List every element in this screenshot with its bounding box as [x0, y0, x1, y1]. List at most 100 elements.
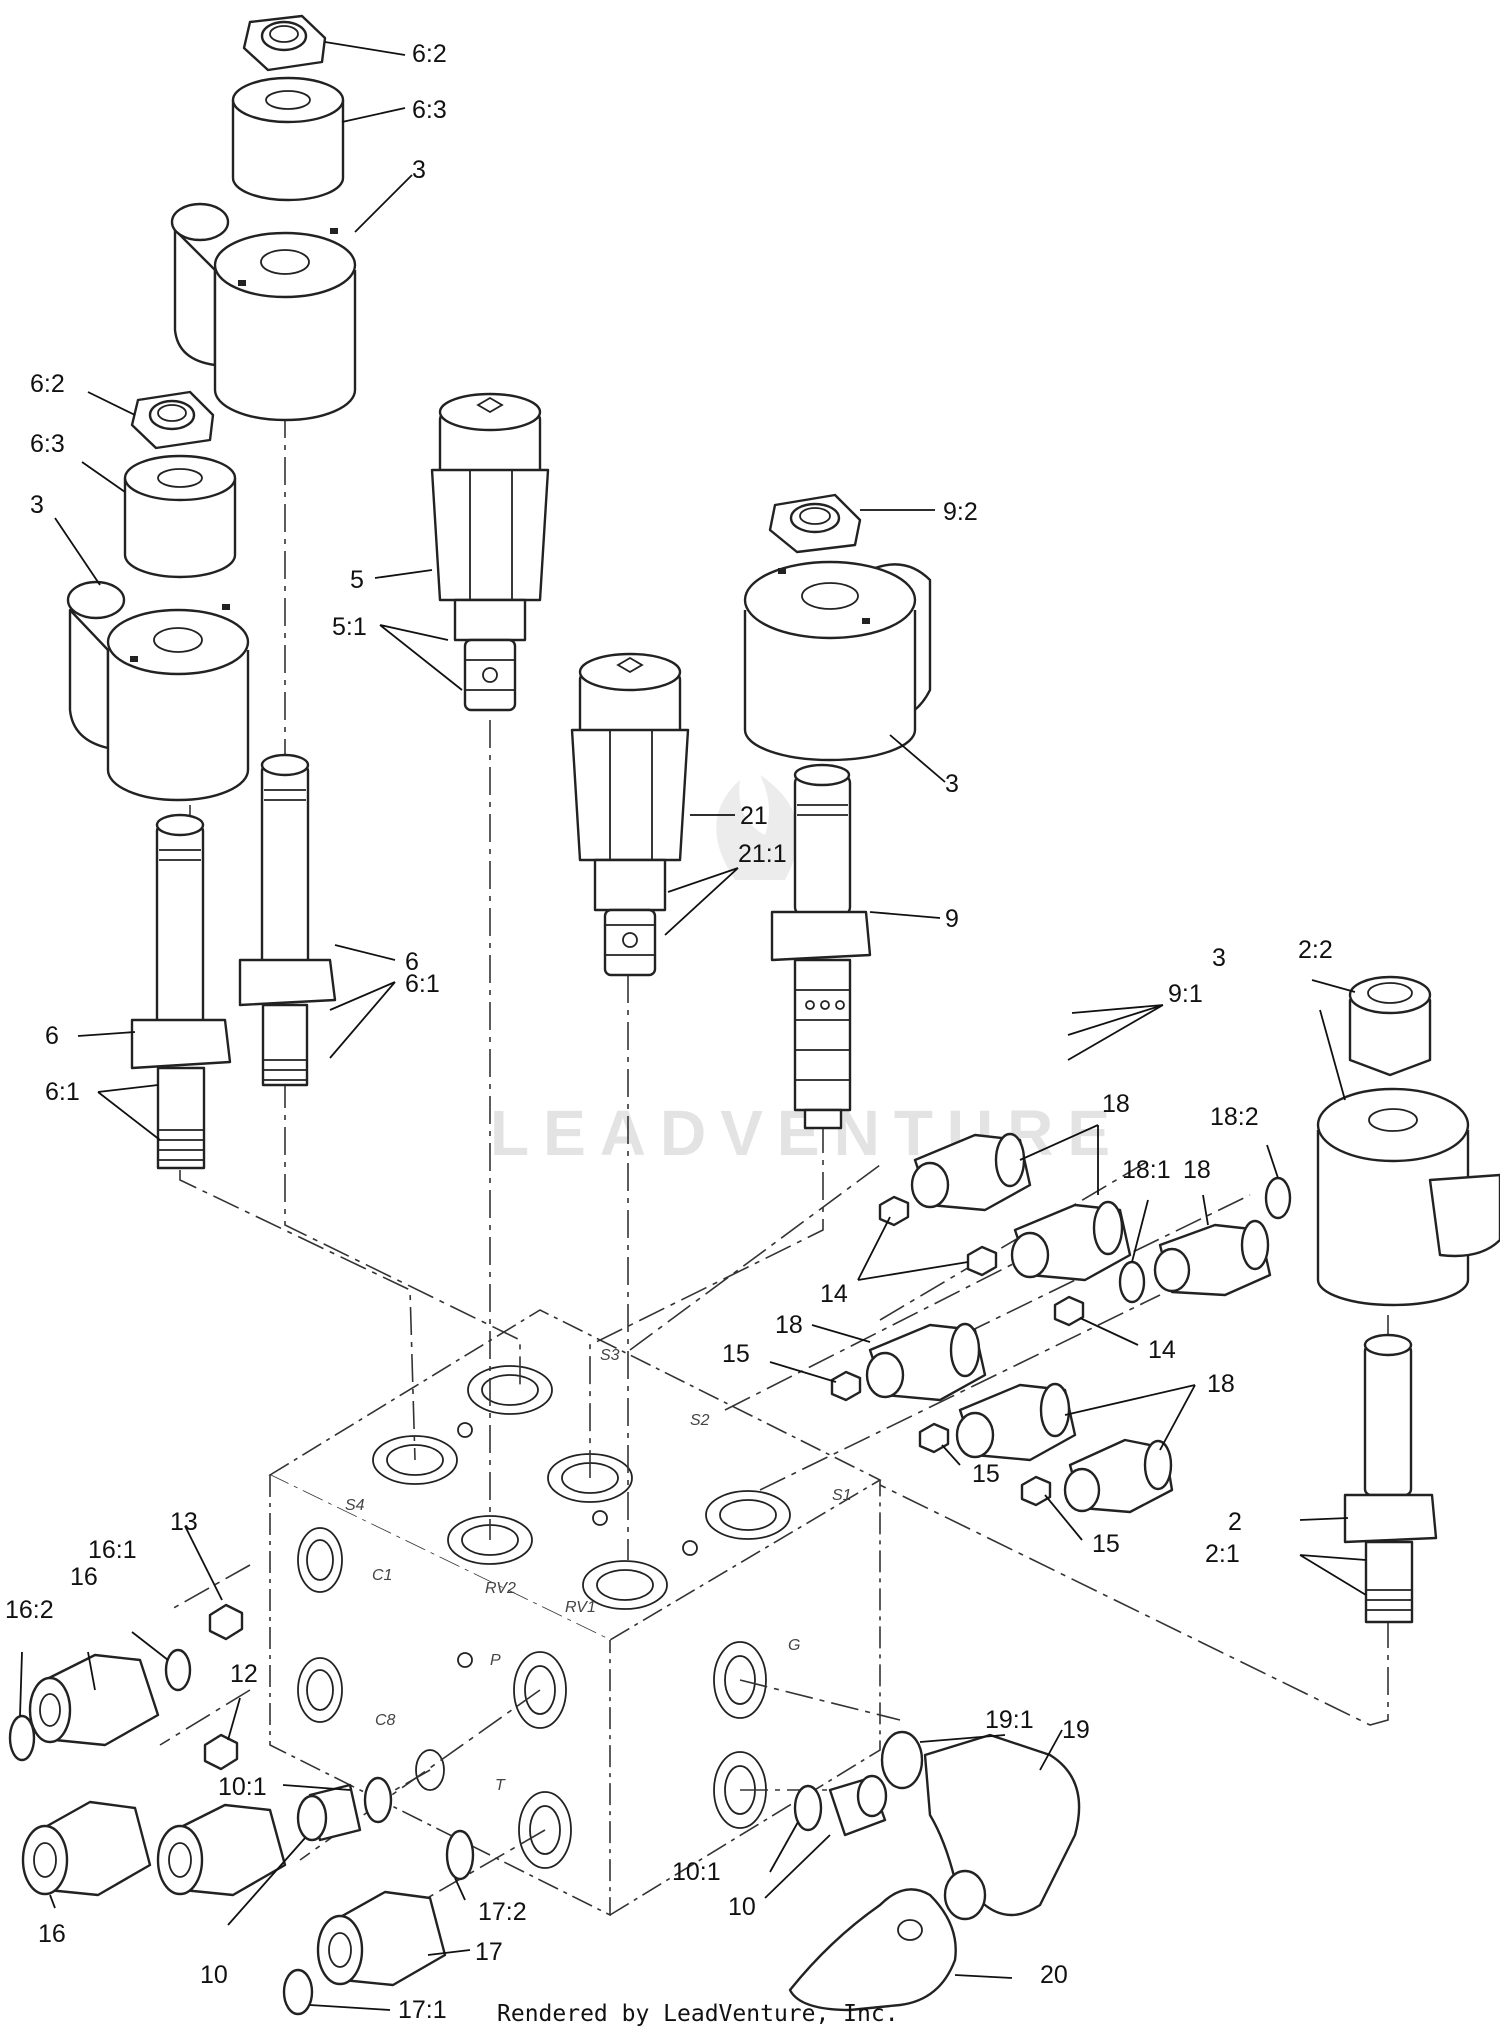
cap-20 — [788, 1888, 957, 2012]
plug-10-left — [296, 1783, 362, 1842]
spacer-6-3-left — [123, 454, 237, 579]
callout-18-1: 18:1 — [1122, 1156, 1171, 1184]
orifice-12 — [203, 1733, 239, 1771]
callout-6-1: 6:1 — [45, 1078, 80, 1106]
spacer-6-3-top — [231, 76, 345, 202]
callout-18: 18 — [1183, 1156, 1211, 1184]
leader-lines — [19, 41, 1367, 2011]
callout-14: 14 — [1148, 1336, 1176, 1364]
fitting-18-a — [910, 1132, 1032, 1212]
callout-17-1: 17:1 — [398, 1996, 447, 2024]
o-rings-18 — [1118, 1176, 1292, 1304]
manifold-ports — [297, 1365, 791, 1869]
orifices-14-15 — [830, 1195, 1085, 1507]
callout-12: 12 — [230, 1660, 258, 1688]
callout-5: 5 — [350, 566, 364, 594]
port-label-t: T — [495, 1777, 506, 1794]
o-ring-19-1 — [880, 1730, 924, 1790]
relief-valve-5 — [430, 392, 550, 712]
callout-20: 20 — [1040, 1961, 1068, 1989]
coil-3-left — [66, 580, 250, 802]
nut-6-2-top — [242, 14, 327, 72]
o-ring-10-1-right — [793, 1784, 823, 1832]
assembly-lines — [159, 410, 1389, 1961]
callout-6: 6 — [45, 1022, 59, 1050]
callout-16: 16 — [38, 1920, 66, 1948]
port-label-g: G — [788, 1637, 800, 1654]
nut-6-2-left — [130, 390, 215, 450]
callout-6-2: 6:2 — [30, 370, 65, 398]
callout-15: 15 — [1092, 1530, 1120, 1558]
port-label-s3: S3 — [600, 1347, 620, 1364]
callout-17-2: 17:2 — [478, 1898, 527, 1926]
port-label-s2: S2 — [690, 1412, 710, 1429]
callout-18: 18 — [775, 1311, 803, 1339]
elbow-19 — [923, 1733, 1081, 1921]
callout-21-1: 21:1 — [738, 840, 787, 868]
orifice-13 — [208, 1603, 244, 1641]
callout-18: 18 — [1207, 1370, 1235, 1398]
flame-icon — [716, 775, 798, 880]
fitting-18-c — [1153, 1219, 1272, 1297]
callout-9-2: 9:2 — [943, 498, 978, 526]
callout-3: 3 — [1212, 944, 1226, 972]
callout-9: 9 — [945, 905, 959, 933]
coil-3-top — [170, 202, 357, 422]
relief-valve-21 — [570, 652, 690, 977]
fitting-18-d — [865, 1322, 987, 1402]
callout-10-1: 10:1 — [218, 1773, 267, 1801]
coil-3-right — [743, 560, 932, 762]
callout-13: 13 — [170, 1508, 198, 1536]
valve-stem-6-left — [130, 813, 232, 1170]
fitting-18-f — [1063, 1438, 1174, 1514]
fitting-16-lower — [21, 1800, 152, 1897]
callout-18-2: 18:2 — [1210, 1103, 1259, 1131]
coil-3-lower-right — [1316, 1087, 1500, 1307]
port-label-s1: S1 — [832, 1487, 852, 1504]
callout-16-1: 16:1 — [88, 1536, 137, 1564]
manifold-block: S3 S2 S1 S4 C1 RV2 RV1 P C8 T G — [268, 1309, 882, 1917]
callout-10: 10 — [728, 1893, 756, 1921]
port-label-rv1: RV1 — [565, 1599, 596, 1616]
port-labels: S3 S2 S1 S4 C1 RV2 RV1 P C8 T G — [345, 1347, 852, 1794]
callout-15: 15 — [972, 1460, 1000, 1488]
plug-10-right — [828, 1774, 888, 1837]
fitting-18-b — [1010, 1200, 1132, 1282]
callout-6-1: 6:1 — [405, 970, 440, 998]
nut-2-2 — [1348, 975, 1432, 1077]
callout-21: 21 — [740, 802, 768, 830]
fitting-18-e — [955, 1382, 1077, 1462]
valve-stem-2 — [1343, 1333, 1438, 1624]
callout-6-3: 6:3 — [412, 96, 447, 124]
port-label-p: P — [490, 1652, 501, 1669]
callout-2-1: 2:1 — [1205, 1540, 1240, 1568]
nut-9-2 — [768, 493, 862, 554]
callout-3: 3 — [945, 770, 959, 798]
callout-6-3: 6:3 — [30, 430, 65, 458]
callout-16: 16 — [70, 1563, 98, 1591]
callout-16-2: 16:2 — [5, 1596, 54, 1624]
callout-3: 3 — [412, 156, 426, 184]
fitting-16-upper — [28, 1653, 160, 1747]
callout-18: 18 — [1102, 1090, 1130, 1118]
callout-2: 2 — [1228, 1508, 1242, 1536]
fitting-17 — [316, 1890, 447, 1987]
o-ring-16-1 — [164, 1648, 192, 1692]
callout-17: 17 — [475, 1938, 503, 1966]
o-ring-16-2 — [8, 1714, 36, 1762]
callout-10-1: 10:1 — [672, 1858, 721, 1886]
callout-19-1: 19:1 — [985, 1706, 1034, 1734]
port-label-c1: C1 — [372, 1567, 392, 1584]
valve-cartridge-9 — [770, 763, 872, 1130]
o-ring-10-1-left — [363, 1776, 393, 1824]
o-ring-17-2 — [445, 1829, 475, 1881]
o-ring-17-1 — [282, 1968, 314, 2016]
callout-labels: 6:2 6:3 3 6:2 6:3 3 5 5:1 9:2 3 21 21:1 … — [5, 40, 1333, 2024]
port-label-s4: S4 — [345, 1497, 365, 1514]
render-credit: Rendered by LeadVenture, Inc. — [497, 2001, 899, 2027]
callout-6-2: 6:2 — [412, 40, 447, 68]
callout-14: 14 — [820, 1280, 848, 1308]
callout-2-2: 2:2 — [1298, 936, 1333, 964]
callout-15: 15 — [722, 1340, 750, 1368]
